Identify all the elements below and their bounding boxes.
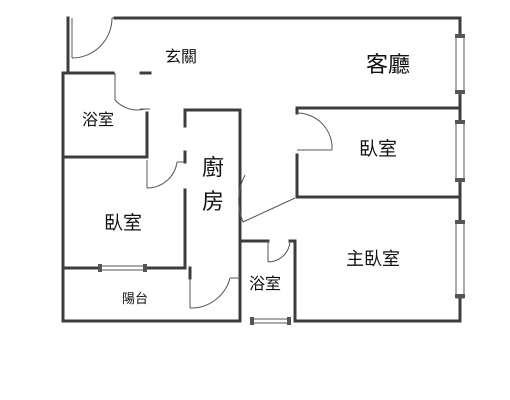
room-label-living: 客廳 [366,53,410,78]
interior-walls [61,71,462,323]
room-label-bedroom-left: 臥室 [104,212,142,234]
room-labels: 玄關 客廳 浴室 臥室 廚 房 臥室 浴室 主臥室 陽台 [82,47,410,307]
room-label-bedroom-right: 臥室 [359,138,397,160]
window-bath-2 [250,317,291,325]
window-balcony [98,264,147,272]
door-bath-2 [267,240,291,263]
door-bath-1 [114,73,150,111]
door-entry [71,17,114,59]
door-kitchen [189,277,240,309]
windows [98,34,465,325]
room-label-bath-1: 浴室 [82,110,114,129]
door-hall [238,174,296,223]
window-living [455,34,465,94]
room-label-entrance: 玄關 [165,47,197,66]
room-label-kitchen-2: 房 [202,190,224,215]
room-label-master-bedroom: 主臥室 [346,249,400,270]
door-bedroom-left [146,160,185,189]
room-label-kitchen-1: 廚 [202,156,224,181]
window-master [455,220,465,299]
window-bedroom-right [455,120,465,182]
room-label-bath-2: 浴室 [249,274,281,293]
room-label-balcony: 陽台 [122,292,148,307]
door-bedroom-right [296,112,333,151]
doors [71,17,333,309]
